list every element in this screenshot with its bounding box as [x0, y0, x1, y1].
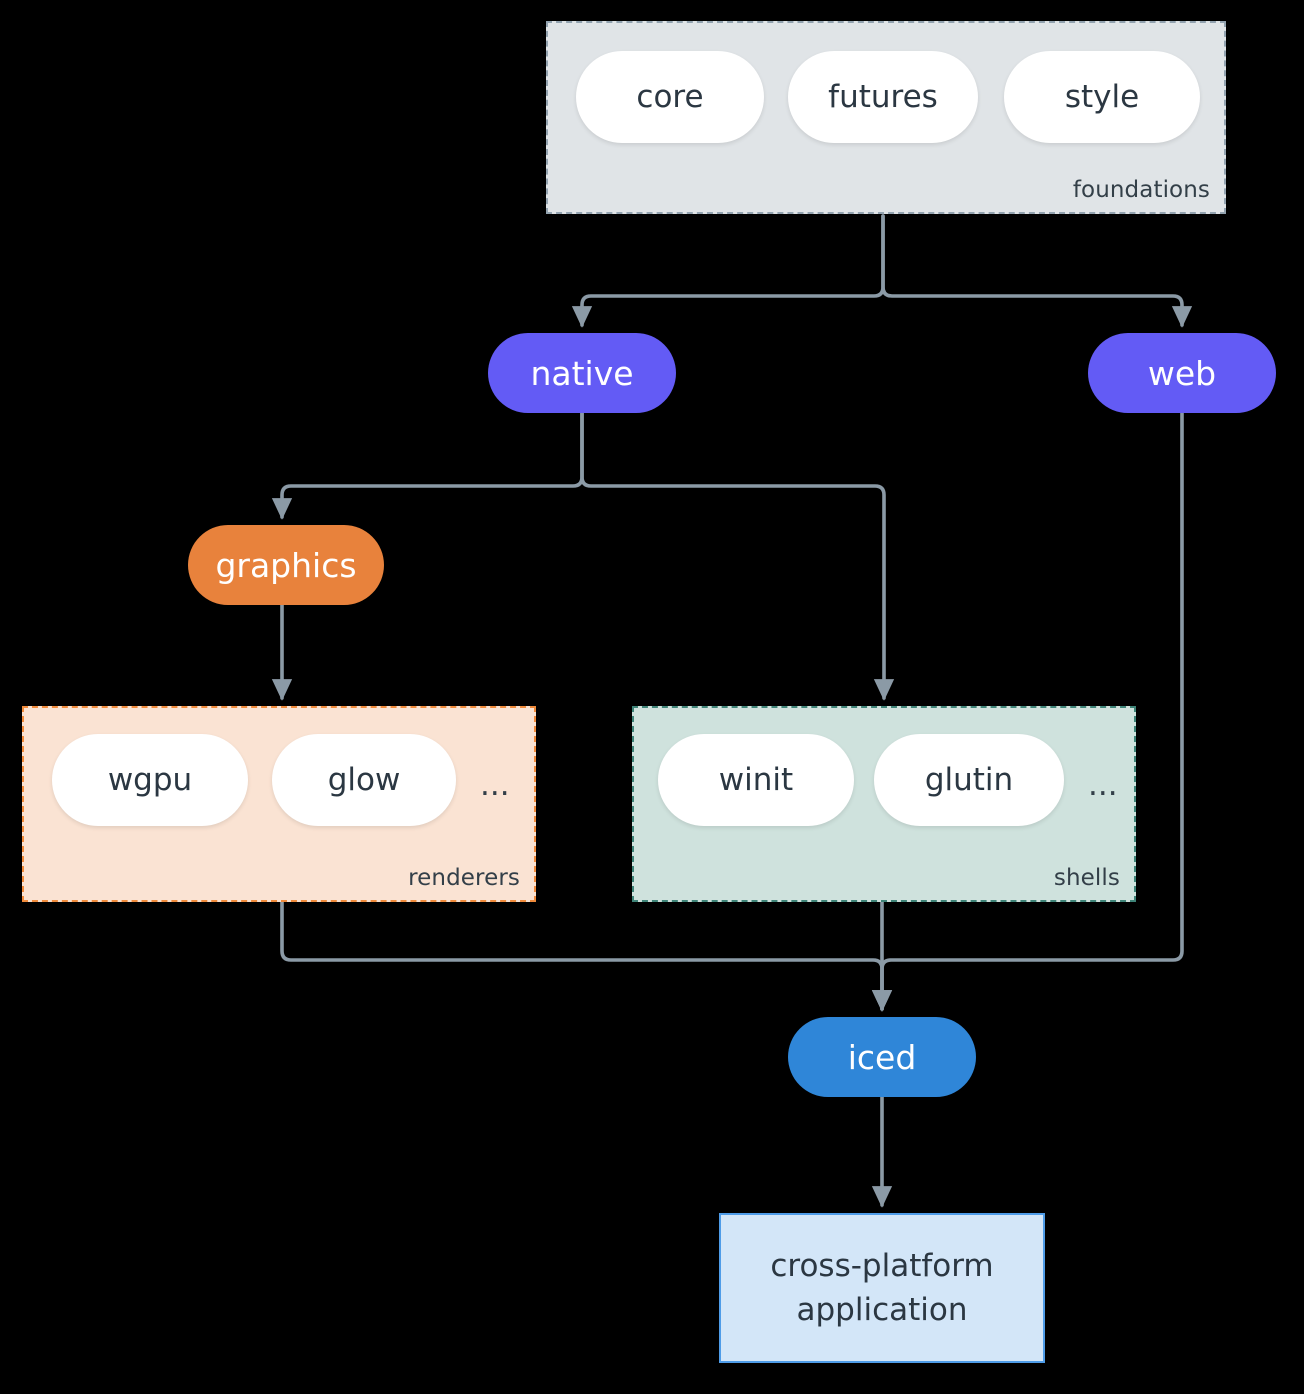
edge-renderers-iced	[280, 900, 893, 1012]
node-glow-label: glow	[327, 762, 401, 798]
node-winit[interactable]: winit	[658, 734, 854, 826]
node-winit-label: winit	[718, 762, 794, 798]
edge-foundations-web	[881, 214, 1193, 328]
node-futures-label: futures	[828, 79, 938, 115]
edge-native-shells	[580, 411, 895, 701]
node-web-label: web	[1147, 353, 1217, 393]
node-futures[interactable]: futures	[788, 51, 978, 143]
cluster-shells: winit glutin ... shells	[632, 706, 1136, 902]
node-core[interactable]: core	[576, 51, 764, 143]
cluster-renderers-label: renderers	[408, 865, 520, 891]
shells-ellipsis: ...	[1088, 767, 1118, 803]
node-style-label: style	[1064, 79, 1140, 115]
node-glutin[interactable]: glutin	[874, 734, 1064, 826]
renderers-ellipsis: ...	[480, 767, 510, 803]
node-web[interactable]: web	[1088, 333, 1276, 413]
node-glutin-label: glutin	[924, 762, 1014, 798]
cluster-foundations-label: foundations	[1072, 177, 1210, 203]
node-iced-label: iced	[847, 1037, 917, 1077]
node-graphics-label: graphics	[215, 545, 357, 585]
edge-foundations-native	[571, 214, 885, 328]
node-graphics[interactable]: graphics	[188, 525, 384, 605]
node-native-label: native	[530, 353, 634, 393]
node-wgpu[interactable]: wgpu	[52, 734, 248, 826]
node-app-label-line2: application	[796, 1292, 968, 1328]
node-native[interactable]: native	[488, 333, 676, 413]
cluster-foundations: core futures style foundations	[546, 21, 1226, 214]
node-wgpu-label: wgpu	[107, 762, 193, 798]
node-core-label: core	[636, 79, 704, 115]
node-cross-platform-application[interactable]: cross-platform application	[719, 1213, 1045, 1363]
node-style[interactable]: style	[1004, 51, 1200, 143]
node-iced[interactable]: iced	[788, 1017, 976, 1097]
node-glow[interactable]: glow	[272, 734, 456, 826]
cluster-shells-label: shells	[1053, 865, 1120, 891]
edge-native-graphics	[271, 411, 584, 520]
node-app-label-line1: cross-platform	[770, 1247, 994, 1284]
cluster-renderers: wgpu glow ... renderers	[22, 706, 536, 902]
